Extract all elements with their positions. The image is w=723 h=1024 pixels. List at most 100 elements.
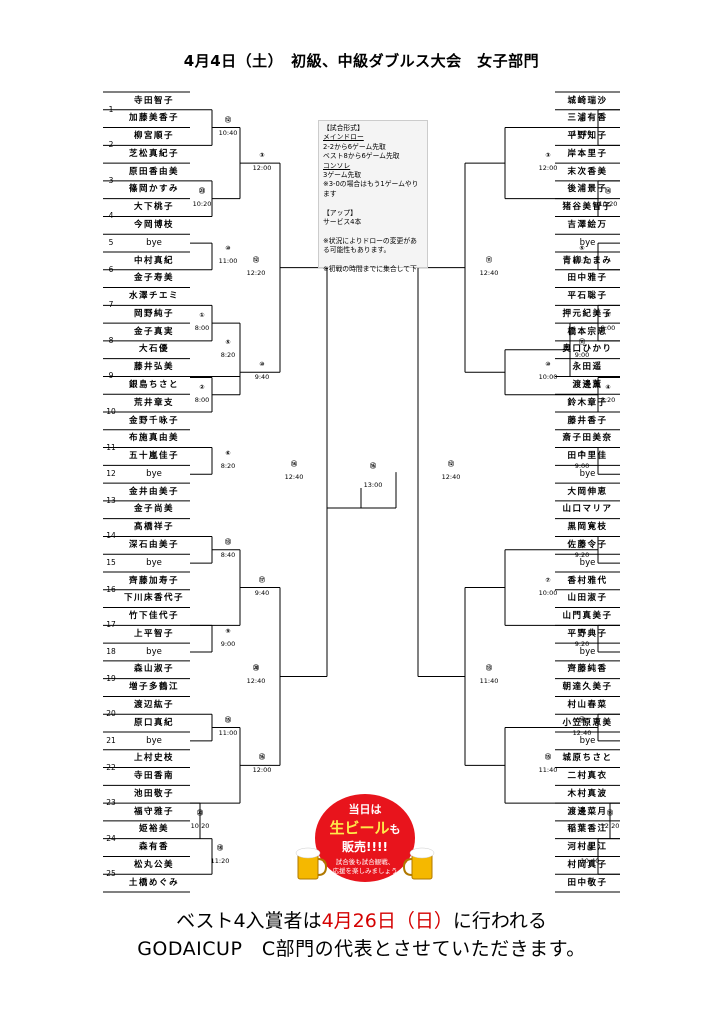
format-line: ※状況によりドローの変更がある可能性もあります。 [323,236,417,255]
match-time: 12:40 [479,268,499,277]
bye-slot: bye [146,646,162,657]
player-name: 森山淑子 [133,664,174,675]
player-name: 池田敬子 [133,788,174,799]
player-name: 奥口ひかり [562,344,613,355]
player-name: 田中敬子 [567,877,608,888]
match-number: ⑥ [225,449,231,457]
match-number: ⑤ [579,245,585,253]
seed-number: 15 [106,558,116,568]
player-name: 金子寿美 [133,273,174,284]
match-number: ⑮ [224,716,231,724]
match-time: 12:40 [572,728,592,737]
player-name: 金野千咏子 [128,415,179,426]
match-number: ⑩ [545,361,551,369]
format-line: ※3-0の場合はもう1ゲームやります [323,180,419,198]
match-number: ⑬ [485,665,492,673]
player-name: 今岡博枝 [133,219,174,230]
match-time: 9:40 [254,373,270,382]
match-time: 8:00 [194,395,210,404]
match-number: ② [199,383,205,391]
ad-line1: 当日は [349,802,382,816]
player-name: 吉澤絵万 [567,219,608,230]
beer-mug-icon [402,847,435,880]
player-name: 河村里江 [567,842,608,853]
match-time: 12:00 [252,766,272,775]
ad-line5: 応援を楽しみましょう [333,866,398,875]
match-time: 11:20 [572,128,592,137]
match-number: ⑳ [252,665,259,673]
ad-line2b: も [390,823,401,836]
match-number: ⑭ [290,461,297,469]
match-time: 8:40 [220,550,236,559]
seed-number: 14 [106,531,116,541]
player-name: 香村雅代 [567,575,608,586]
player-name: 村山春菜 [567,699,608,710]
format-line [323,227,423,236]
match-number: ⑤ [579,627,585,635]
player-name: 水澤チエミ [128,291,179,302]
player-name: 福守雅子 [133,806,174,817]
player-name: 加藤美香子 [128,113,179,124]
player-name: 増子多鶴江 [128,682,179,693]
match-time: 11:20 [210,857,230,866]
match-time: 11:20 [572,257,592,266]
seed-number: 1 [108,104,114,114]
bye-slot: bye [146,735,162,746]
footer-text-a: ベスト4入賞者は [176,910,322,932]
match-time: 10:20 [192,199,212,208]
player-name: 芝松真紀子 [128,148,179,159]
final-match-number: ⑯ [369,463,376,470]
format-line: 【アップ】 [323,208,357,217]
match-number: ⑦ [579,449,585,457]
player-name: 小笠原恵美 [562,717,613,728]
player-name: 田中雅子 [567,273,608,284]
match-time: 11:40 [479,677,499,686]
player-name: 布施真由美 [128,433,179,444]
format-line [323,256,423,265]
bye-slot: bye [579,237,596,248]
player-name: 姫裕美 [138,824,169,835]
player-name: 城崎瑞沙 [567,95,608,106]
match-time: 12:20 [600,821,620,830]
match-number: ③ [259,152,265,160]
player-name: 下川床香代子 [123,593,184,604]
player-name: 木村真波 [567,788,608,799]
match-time: 10:40 [218,128,238,137]
final-match-time: 13:00 [363,481,383,489]
seed-number: 12 [106,469,116,479]
player-name: 平野知子 [567,131,608,142]
match-number: ⑫ [586,845,593,853]
format-line: メインドロー [323,133,364,142]
match-time: 12:40 [284,473,304,482]
bye-slot: bye [146,237,162,248]
player-name: 藤井香子 [567,415,608,426]
player-name: 髙橋祥子 [133,522,174,533]
seed-number: 2 [108,140,114,150]
match-time: 12:20 [246,268,266,277]
ad-line4: 試合後も試合観戦、 [336,857,395,866]
bye-slot: bye [146,468,162,479]
match-time: 10:20 [598,199,618,208]
match-number: ④ [605,383,611,391]
player-name: 大下桃子 [133,202,174,213]
player-name: 柳宮順子 [133,131,174,142]
player-name: 渡邊薫 [572,379,603,390]
match-time: 8:20 [220,461,236,470]
match-time: 10:20 [190,821,210,830]
seed-number: 4 [108,211,114,221]
player-name: 三浦有香 [567,113,608,124]
format-line: 3ゲーム先取 [323,171,362,180]
match-time: 12:00 [252,164,272,173]
match-number: ⑤ [225,338,231,346]
match-number: ⑫ [447,461,454,469]
match-time: 12:40 [441,473,461,482]
player-name: 原口真紀 [133,717,174,728]
match-number: ㉓ [198,187,205,195]
beer-advert: 当日は 生ビールも 販売!!!! 試合後も試合観戦、 応援を楽しみましょう [290,793,440,888]
bye-slot: bye [146,557,162,568]
match-time: 8:00 [194,324,210,333]
match-number: ③ [545,152,551,160]
match-time: 8:00 [600,324,616,333]
player-name: 山口マリア [562,504,613,515]
